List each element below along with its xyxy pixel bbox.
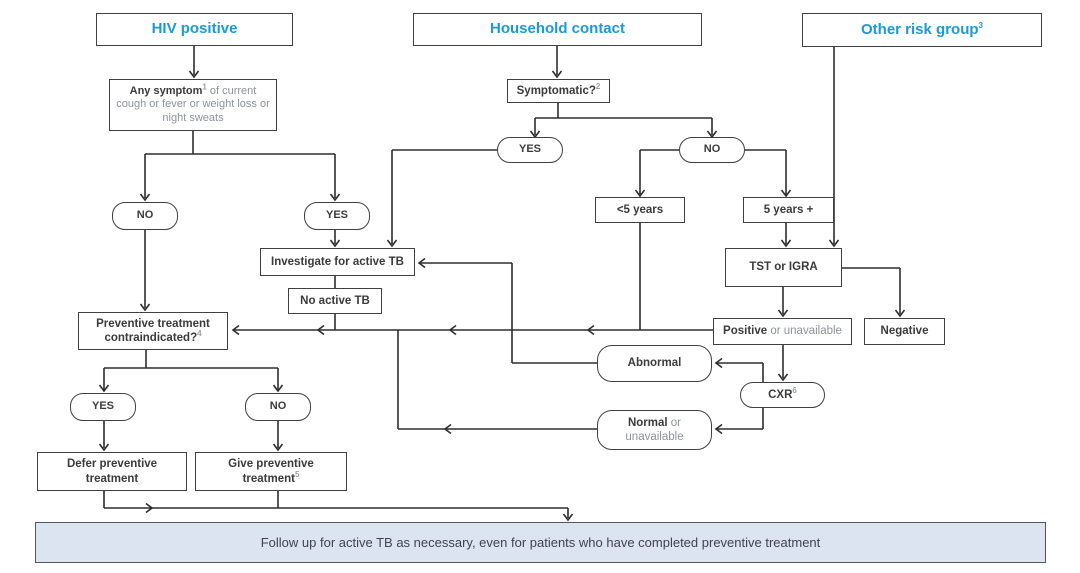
node-no-contraindicated-label: NO	[269, 400, 287, 413]
node-any-symptom: Any symptom1 of current cough or fever o…	[109, 79, 277, 131]
node-5-years-plus-label: 5 years +	[763, 203, 814, 216]
node-symptomatic-label: Symptomatic?2	[516, 82, 601, 97]
node-contraindicated-line1: Preventive treatment	[96, 317, 210, 330]
node-any-symptom-label: Any symptom1 of current cough or fever o…	[116, 82, 270, 124]
node-no-active-tb-label: No active TB	[300, 294, 370, 307]
node-positive-or-unavailable: Positive or unavailable	[713, 318, 852, 345]
node-yes-contraindicated: YES	[70, 393, 136, 421]
node-normal-or-unavailable: Normal or unavailable	[597, 410, 712, 450]
node-defer-preventive-treatment: Defer preventive treatment	[37, 452, 187, 491]
node-positive-label: Positive or unavailable	[723, 325, 842, 338]
node-no-symptom: NO	[112, 202, 178, 230]
header-other-risk-group: Other risk group3	[802, 13, 1042, 47]
followup-bar: Follow up for active TB as necessary, ev…	[35, 522, 1046, 563]
node-normal-label: Normal or unavailable	[625, 416, 684, 443]
node-yes-symptomatic: YES	[497, 137, 563, 163]
node-investigate-active-tb: Investigate for active TB	[260, 248, 415, 276]
node-negative: Negative	[864, 318, 945, 345]
node-negative-label: Negative	[880, 325, 929, 338]
node-contraindicated-line2: contraindicated?4	[104, 329, 202, 344]
header-hiv-positive: HIV positive	[96, 13, 293, 46]
node-investigate-label: Investigate for active TB	[271, 255, 404, 268]
node-give-preventive-treatment: Give preventive treatment5	[195, 452, 347, 491]
node-no-contraindicated: NO	[245, 393, 311, 421]
node-preventive-contraindicated: Preventive treatment contraindicated?4	[78, 312, 228, 350]
node-under-5-years: <5 years	[595, 197, 685, 223]
node-no-symptomatic-label: NO	[703, 143, 721, 156]
header-household-label: Household contact	[489, 20, 625, 38]
header-household-contact: Household contact	[413, 13, 702, 46]
node-cxr-label: CXR6	[768, 386, 797, 401]
node-cxr: CXR6	[740, 382, 825, 408]
node-defer-label: Defer preventive treatment	[66, 458, 158, 485]
node-under-5-years-label: <5 years	[616, 203, 664, 216]
node-yes-contraindicated-label: YES	[91, 400, 114, 413]
followup-bar-label: Follow up for active TB as necessary, ev…	[260, 534, 821, 550]
node-abnormal: Abnormal	[597, 345, 712, 382]
node-yes-symptom-label: YES	[325, 209, 348, 222]
node-no-active-tb: No active TB	[288, 288, 382, 314]
node-give-label: Give preventive treatment5	[228, 458, 314, 485]
node-tst-or-igra-label: TST or IGRA	[749, 261, 818, 274]
header-other-label: Other risk group3	[861, 20, 983, 38]
node-abnormal-label: Abnormal	[627, 357, 682, 370]
node-no-symptom-label: NO	[136, 209, 154, 222]
node-yes-symptomatic-label: YES	[518, 143, 541, 156]
node-yes-symptom: YES	[304, 202, 370, 230]
node-symptomatic: Symptomatic?2	[507, 79, 610, 103]
node-5-years-plus: 5 years +	[743, 197, 834, 223]
header-hiv-label: HIV positive	[151, 20, 238, 38]
node-no-symptomatic: NO	[679, 137, 745, 163]
node-tst-or-igra: TST or IGRA	[725, 248, 842, 287]
